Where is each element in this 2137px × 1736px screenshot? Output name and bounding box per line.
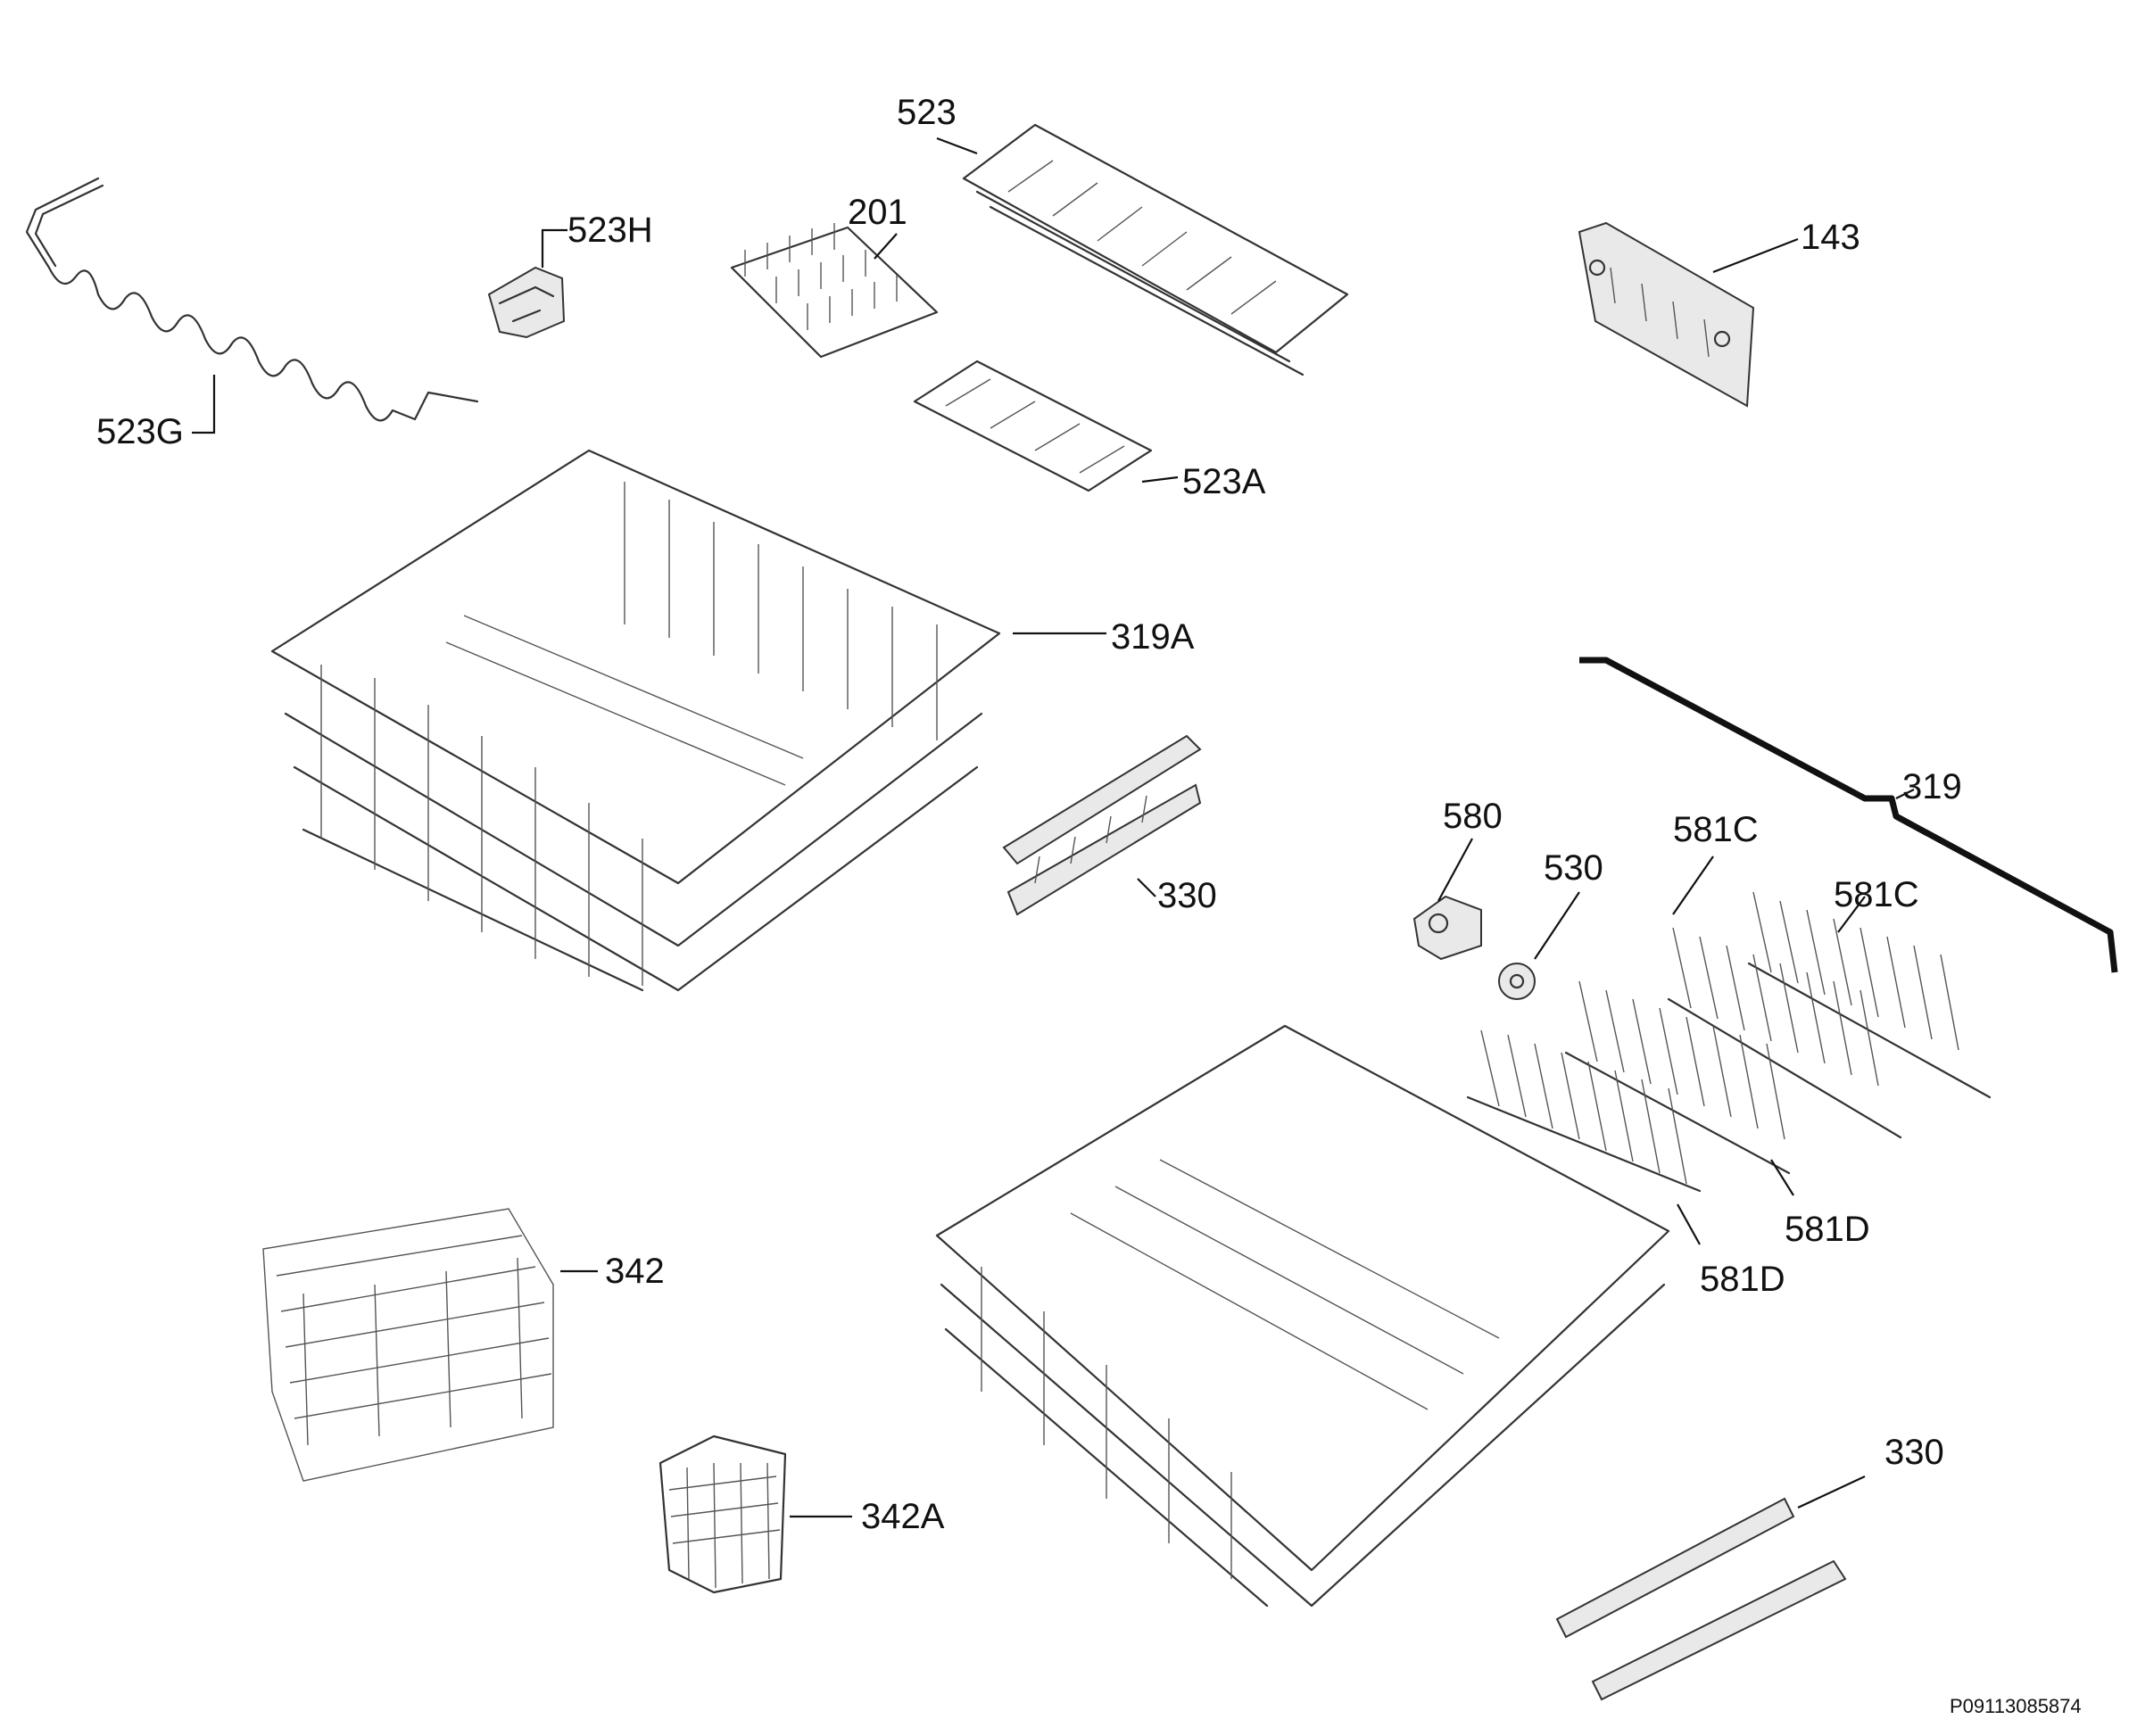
label-580: 580 (1443, 797, 1503, 836)
label-530: 530 (1544, 848, 1603, 888)
label-319A: 319A (1111, 617, 1195, 657)
label-523G: 523G (96, 412, 184, 451)
part-523A-shelf (913, 360, 1153, 492)
label-581C-right: 581C (1834, 875, 1919, 914)
label-523A: 523A (1182, 462, 1266, 501)
part-330-rail-cap-bottom (1555, 1497, 1847, 1701)
diagram-id: P09113085874 (1950, 1695, 2082, 1717)
part-201-tines (730, 223, 939, 359)
part-523-shelf (962, 123, 1349, 376)
part-523G-wire (25, 177, 479, 422)
label-523: 523 (897, 93, 957, 132)
leader-lines (192, 136, 1915, 1518)
part-319-rail (1579, 657, 2118, 973)
part-143-flap (1578, 221, 1755, 408)
label-319: 319 (1902, 767, 1962, 806)
label-581D-right: 581D (1785, 1210, 1870, 1249)
part-530-wheel (1498, 963, 1536, 1000)
label-143: 143 (1801, 218, 1860, 257)
part-342A-small-basket (658, 1434, 787, 1594)
part-581-tine-rows (1466, 891, 1992, 1193)
part-330-rail-cap-top (1002, 734, 1202, 916)
label-201: 201 (848, 193, 907, 232)
label-523H: 523H (567, 211, 653, 250)
label-342A: 342A (861, 1497, 945, 1536)
part-342-cutlery-basket (262, 1208, 554, 1482)
part-319A-upper-basket (270, 449, 1001, 992)
label-330-top: 330 (1157, 876, 1217, 915)
part-523H-clip (487, 266, 566, 339)
label-581C-left: 581C (1673, 810, 1759, 849)
label-330-bottom: 330 (1884, 1433, 1944, 1472)
part-580-holder (1412, 895, 1482, 961)
label-342: 342 (605, 1252, 665, 1291)
lower-basket (935, 1024, 1670, 1608)
label-581D-left: 581D (1700, 1260, 1785, 1299)
